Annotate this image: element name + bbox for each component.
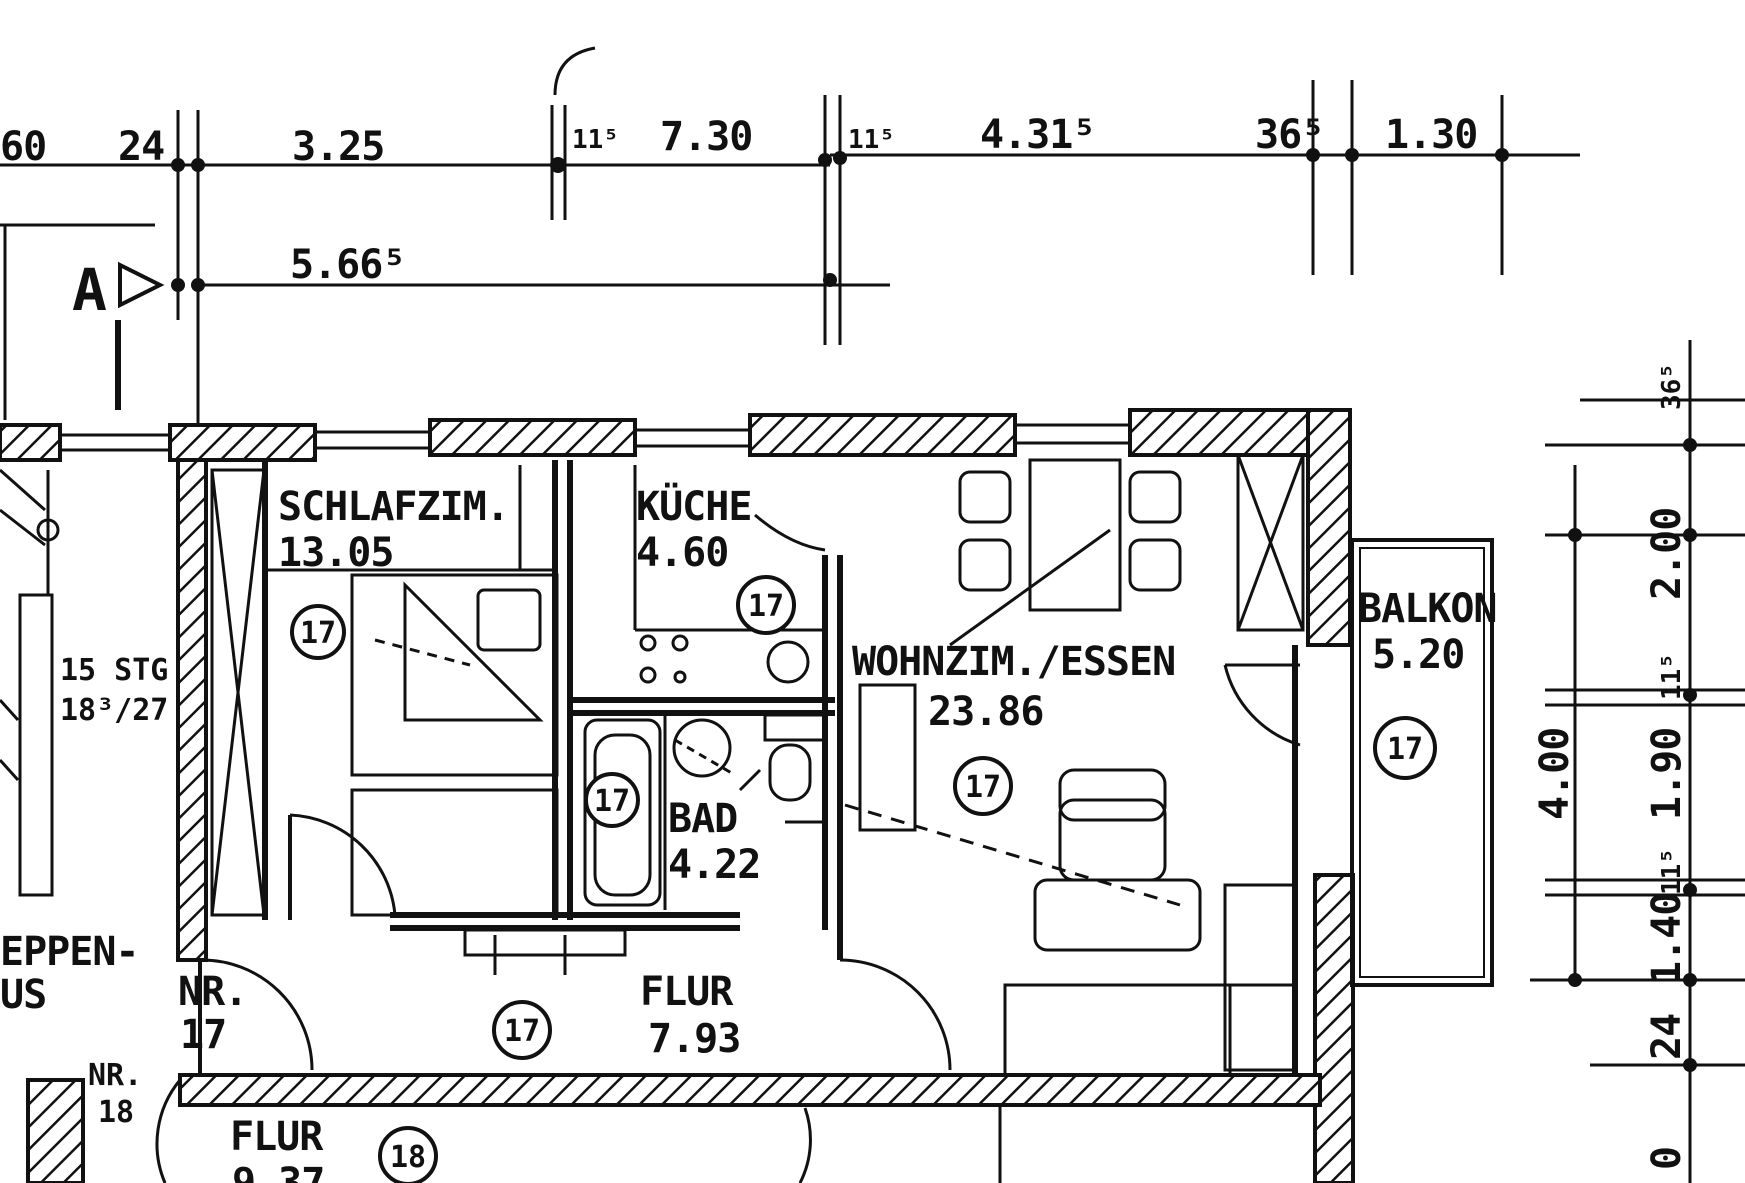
dim-right-4: 1.90 [1644, 728, 1690, 820]
dim-right-1: 36⁵ [1657, 363, 1687, 410]
lower-door-swing [798, 1107, 812, 1183]
dim-top-10: 5.66⁵ [290, 242, 405, 288]
living-cabinet [1236, 453, 1305, 632]
dining-table [949, 458, 1182, 647]
balcony-outline-inner [1359, 547, 1485, 978]
walls [0, 408, 1355, 1183]
windows [60, 423, 1130, 452]
stair-ratio: 18³/27 [60, 693, 168, 728]
room-name-schlafzimmer: SCHLAFZIM. [278, 484, 509, 530]
unit-circle-flur-lower: 18 [378, 1126, 438, 1183]
dim-top-3: 3.25 [292, 124, 384, 170]
wardrobe [210, 468, 266, 917]
unit-label-18-line2: 18 [98, 1095, 134, 1130]
dim-top-7: 4.31⁵ [980, 112, 1095, 158]
room-area-flur-lower: 9.37 [232, 1160, 324, 1183]
unit-circle-text: 17 [594, 784, 630, 819]
room-area-bad: 4.22 [668, 842, 760, 888]
room-name-flur-lower: FLUR [230, 1114, 324, 1160]
dim-top-6: 11⁵ [848, 125, 895, 155]
room-name-flur: FLUR [640, 969, 734, 1015]
section-marker: A [72, 256, 165, 410]
dim-top-4: 11⁵ [572, 125, 619, 155]
unit-circle-schlafzimmer: 17 [290, 604, 346, 660]
kitchen-counter [633, 465, 826, 684]
room-name-kueche: KÜCHE [636, 482, 751, 530]
interior-walls [262, 460, 1298, 1075]
unit-circle-wohnzimmer: 17 [953, 756, 1013, 816]
dim-top-8: 36⁵ [1255, 112, 1324, 158]
unit-circle-kueche: 17 [736, 575, 796, 635]
dim-right-8: 4.00 [1532, 728, 1578, 820]
top-dimension-chain [0, 80, 1580, 440]
lower-door-swing [155, 1079, 182, 1183]
unit-circle-text: 17 [1387, 732, 1423, 767]
entrance-door-swing [199, 958, 314, 1071]
unit-label-18-line1: NR. [88, 1058, 142, 1093]
bath-fixtures [583, 713, 827, 910]
unit-circle-text: 17 [504, 1014, 540, 1049]
bedroom-door-swing [289, 813, 397, 916]
room-area-balkon: 5.20 [1372, 632, 1464, 678]
dim-top-9: 1.30 [1385, 112, 1477, 158]
unit-circle-text: 17 [748, 589, 784, 624]
unit-label-17-line2: 17 [180, 1012, 226, 1058]
dim-top-2: 24 [118, 124, 164, 170]
stair-count: 15 STG [60, 653, 168, 688]
sofa-group [844, 683, 1297, 1077]
unit-circle-balkon: 17 [1373, 716, 1437, 780]
room-area-schlafzimmer: 13.05 [278, 530, 393, 576]
stairwell-name-2: US [0, 972, 46, 1018]
dim-right-6: 1.40 [1644, 893, 1690, 985]
unit-circle-text: 17 [300, 616, 336, 651]
unit-circle-bad: 17 [584, 772, 640, 828]
dim-right-2: 2.00 [1644, 508, 1690, 600]
balcony-door-swing [1223, 664, 1301, 747]
top-dimension-dots [171, 148, 1509, 292]
room-name-balkon: BALKON [1358, 586, 1497, 632]
room-area-kueche: 4.60 [636, 530, 728, 576]
dim-top-5: 7.30 [660, 114, 752, 160]
dim-right-3: 11⁵ [1657, 653, 1687, 700]
unit-label-17-line1: NR. [178, 969, 247, 1015]
dim-right-5: 11⁵ [1657, 848, 1687, 895]
dim-right-9: 0 [1644, 1147, 1690, 1170]
section-marker-label: A [72, 256, 107, 324]
balcony-outline [1350, 538, 1494, 987]
flur-wardrobe [463, 928, 627, 975]
unit-circle-text: 18 [390, 1140, 426, 1175]
right-dimension-chain [1530, 340, 1745, 1183]
bed [350, 573, 559, 917]
stairwell [0, 468, 60, 897]
arc-mark [553, 46, 596, 96]
room-name-wohnzimmer: WOHNZIM./ESSEN [852, 639, 1175, 685]
room-name-bad: BAD [668, 796, 737, 842]
unit-circle-flur: 17 [492, 1000, 552, 1060]
dim-top-1: 60 [0, 124, 46, 170]
room-area-wohnzimmer: 23.86 [928, 689, 1043, 735]
flur-door-swing [839, 958, 952, 1071]
room-area-flur: 7.93 [648, 1016, 740, 1062]
unit-circle-text: 17 [965, 770, 1001, 805]
dim-right-7: 24 [1644, 1014, 1690, 1060]
right-dimension-dots [1568, 438, 1697, 1072]
stairwell-name-1: EPPEN- [0, 929, 139, 975]
